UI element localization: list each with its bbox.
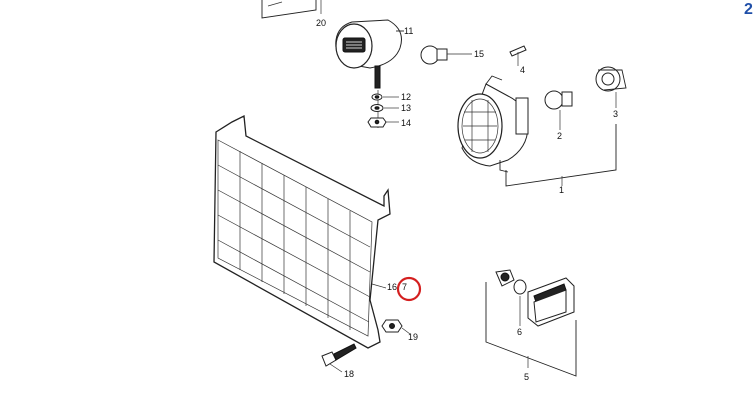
washer-12: 12 xyxy=(371,92,411,102)
callout-11: 11 xyxy=(404,26,413,36)
washer-13: 13 xyxy=(370,103,411,113)
callout-7-highlight xyxy=(396,276,422,302)
callout-12: 12 xyxy=(401,92,411,102)
bracket-5 xyxy=(485,282,577,377)
marker-lamp-assembly: 6 5 xyxy=(485,269,577,382)
callout-5: 5 xyxy=(524,372,529,382)
callout-3: 3 xyxy=(613,109,618,119)
callout-4: 4 xyxy=(520,65,525,75)
callout-6: 6 xyxy=(517,327,522,337)
headlamp-assembly: 4 2 3 1 xyxy=(457,45,627,195)
bracket-1 xyxy=(505,124,617,187)
callout-20: 20 xyxy=(316,18,326,28)
nut-14: 14 xyxy=(367,117,411,128)
corner-mark: 2 xyxy=(744,1,753,18)
bulb-socket-6: 6 xyxy=(495,269,527,337)
callout-19: 19 xyxy=(408,332,418,342)
bulb-15: 15 xyxy=(420,45,484,65)
socket-3: 3 xyxy=(595,66,627,119)
headlamp-unit xyxy=(457,75,529,173)
bulb-2: 2 xyxy=(544,90,573,141)
callout-1: 1 xyxy=(559,185,564,195)
part-20-group: 20 xyxy=(261,0,326,28)
work-lamp-stud xyxy=(374,65,381,89)
nut-19: 19 xyxy=(381,319,418,342)
grille-mesh xyxy=(217,151,371,330)
callout-13: 13 xyxy=(401,103,411,113)
callout-2: 2 xyxy=(557,131,562,141)
work-lamp-assembly: 11 15 12 13 14 xyxy=(335,19,484,128)
callout-18: 18 xyxy=(344,369,354,379)
callout-15: 15 xyxy=(474,49,484,59)
marker-lamp-6-body xyxy=(527,277,575,327)
pin-4: 4 xyxy=(509,45,527,75)
bolt-18: 18 xyxy=(321,343,357,379)
grille-frame xyxy=(213,114,391,349)
callout-16: 16 xyxy=(387,282,397,292)
grille-guard: 16 7 xyxy=(213,114,422,349)
callout-7: 7 xyxy=(402,282,407,292)
callout-14: 14 xyxy=(401,118,411,128)
